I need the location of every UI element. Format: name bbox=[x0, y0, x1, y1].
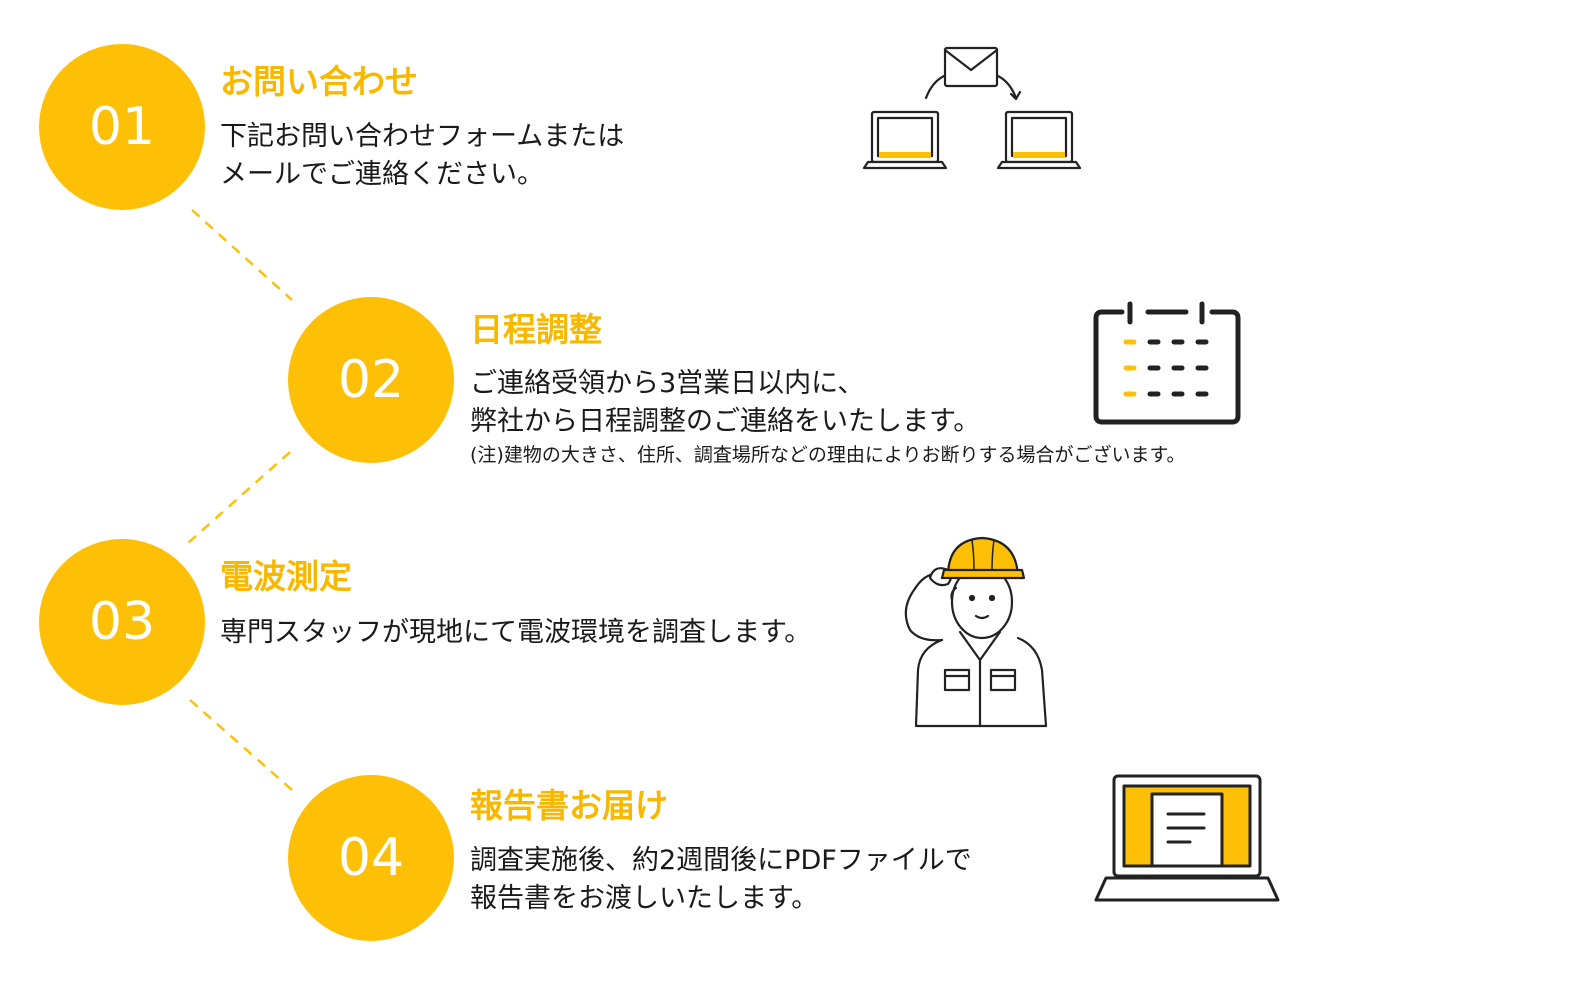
step-title: 日程調整 bbox=[470, 310, 602, 349]
step-number: 03 bbox=[88, 592, 156, 652]
step-description-line: 調査実施後、約2週間後にPDFファイルで bbox=[470, 845, 972, 876]
step-number: 01 bbox=[88, 97, 156, 157]
step-title: お問い合わせ bbox=[220, 62, 418, 101]
step-description-line: 弊社から日程調整のご連絡をいたします。 bbox=[470, 406, 981, 437]
connector-01-02 bbox=[191, 209, 293, 301]
step-number-circle: 02 bbox=[288, 297, 454, 463]
step-title: 電波測定 bbox=[220, 557, 352, 596]
step-description: 調査実施後、約2週間後にPDFファイルで 報告書をお渡しいたします。 bbox=[470, 842, 972, 918]
step-description-line: 報告書をお渡しいたします。 bbox=[470, 883, 819, 914]
step-description-line: ご連絡受領から3営業日以内に、 bbox=[470, 368, 865, 399]
step-number: 04 bbox=[337, 828, 405, 888]
step-number: 02 bbox=[337, 350, 405, 410]
step-description: 下記お問い合わせフォームまたは メールでご連絡ください。 bbox=[220, 118, 624, 194]
step-note: (注)建物の大きさ、住所、調査場所などの理由によりお断りする場合がございます。 bbox=[470, 444, 1186, 466]
step-description-line: 下記お問い合わせフォームまたは bbox=[220, 121, 625, 152]
step-description: ご連絡受領から3営業日以内に、 弊社から日程調整のご連絡をいたします。 bbox=[470, 365, 980, 441]
step-title: 報告書お届け bbox=[470, 786, 668, 825]
step-number-circle: 03 bbox=[39, 539, 205, 705]
laptop-document-icon bbox=[1094, 774, 1280, 902]
step-number-circle: 04 bbox=[288, 775, 454, 941]
connector-02-03 bbox=[187, 451, 291, 544]
step-description: 専門スタッフが現地にて電波環境を調査します。 bbox=[220, 614, 811, 652]
hardhat-worker-icon bbox=[904, 536, 1048, 728]
step-number-circle: 01 bbox=[39, 44, 205, 210]
step-description-line: メールでご連絡ください。 bbox=[220, 159, 544, 190]
calendar-icon bbox=[1093, 301, 1241, 425]
email-between-laptops-icon bbox=[862, 46, 1082, 170]
connector-03-04 bbox=[189, 699, 293, 791]
step-description-line: 専門スタッフが現地にて電波環境を調査します。 bbox=[220, 617, 812, 648]
